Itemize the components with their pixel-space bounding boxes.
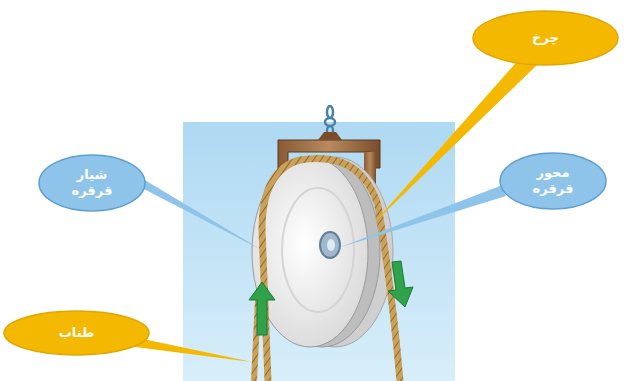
pulley-axle (320, 232, 340, 258)
axle-callout: محور قرقره (499, 152, 607, 210)
rope-callout: طناب (3, 310, 150, 356)
wheel-hub-ring (282, 188, 354, 312)
callout-label: شیار قرقره (61, 167, 123, 200)
axle-center (327, 239, 335, 251)
callout-label: طناب (59, 325, 95, 341)
callout-label: چرخ (532, 30, 559, 46)
pull-arrow-up (249, 282, 275, 335)
axle-callout-pointer (338, 186, 506, 248)
load-arrow-down (388, 261, 413, 307)
background-panel (183, 122, 455, 381)
bracket-top (318, 132, 342, 140)
wheel-callout: چرخ (472, 10, 619, 66)
groove-callout-pointer (138, 176, 262, 250)
hook-chain (325, 106, 335, 136)
rope-left (262, 158, 378, 381)
callout-label: محور قرقره (522, 165, 584, 198)
groove-callout: شیار قرقره (38, 154, 146, 212)
